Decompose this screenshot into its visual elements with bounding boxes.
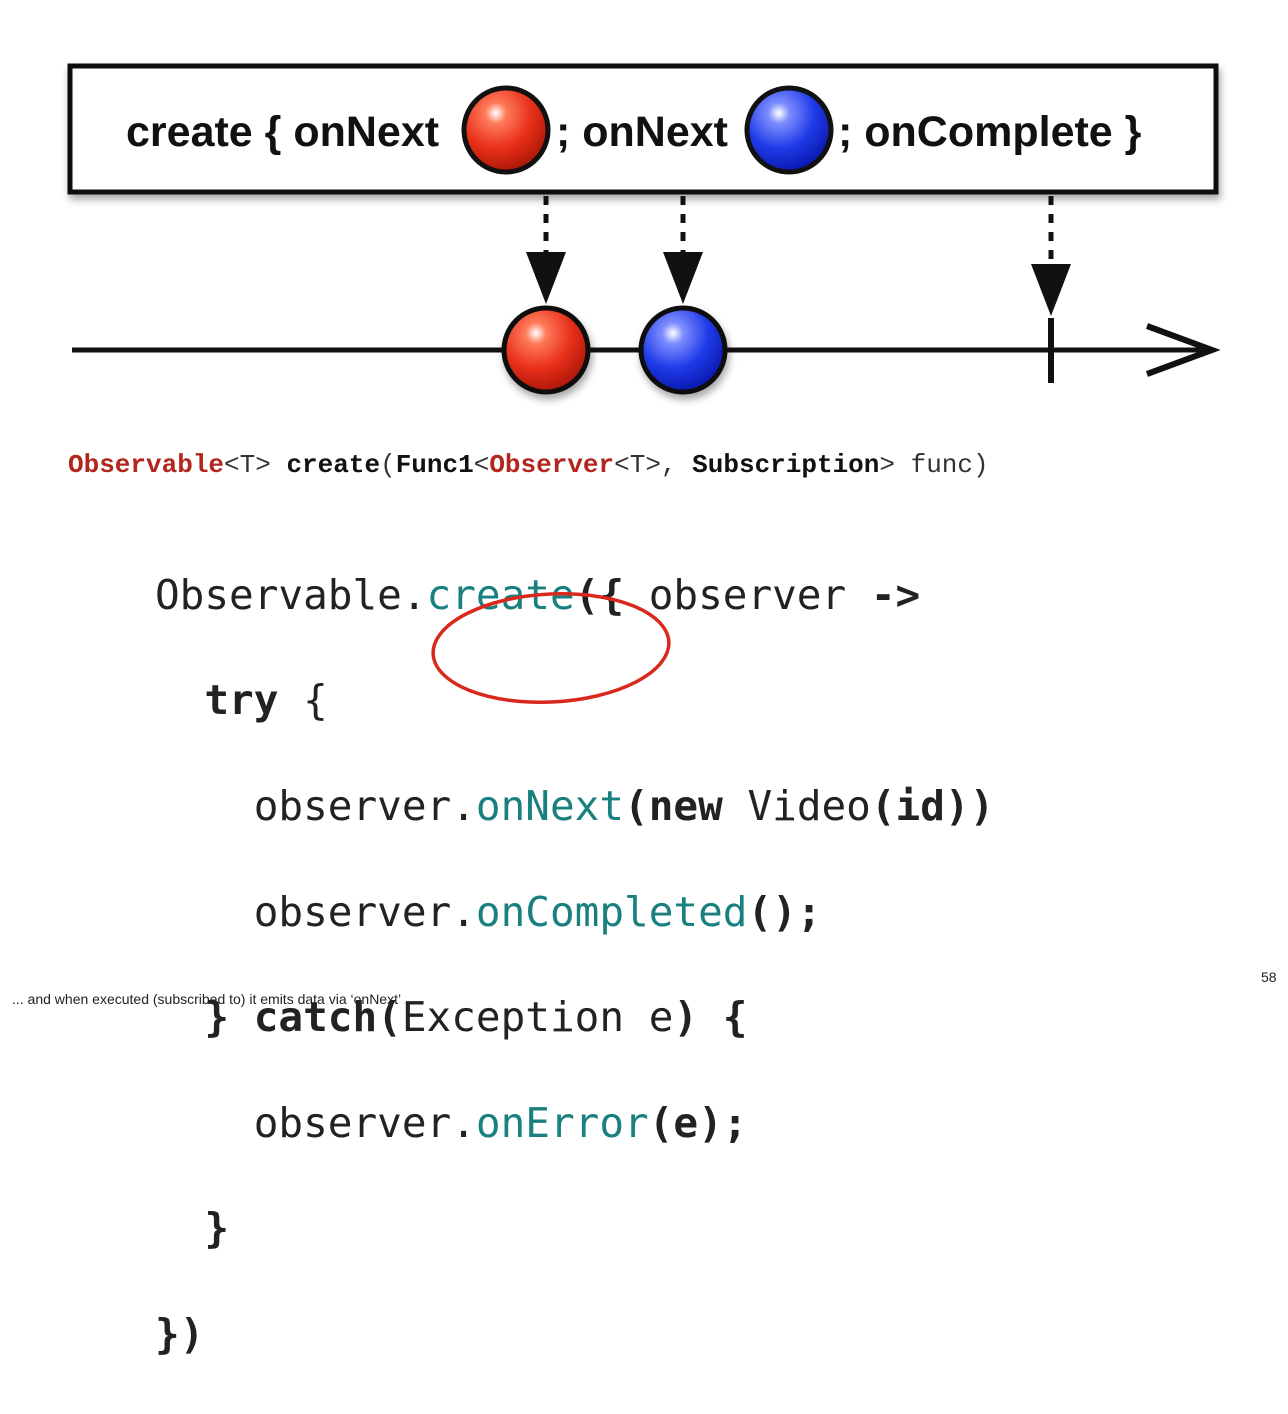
sig-observable: Observable	[68, 450, 225, 480]
marble-diagram: create { onNext ; onNext ; onComplete }	[67, 63, 1221, 395]
emission-arrow-blue	[663, 196, 703, 304]
code-token-onnext: onNext	[475, 781, 625, 830]
emission-arrow-red	[526, 196, 566, 304]
code-token: }	[155, 993, 254, 1042]
code-token: (e);	[648, 1098, 748, 1147]
code-token: ();	[747, 887, 822, 936]
code-token: ({	[574, 570, 649, 619]
code-token: observer.	[155, 781, 476, 830]
code-line-7: }	[155, 1204, 230, 1253]
create-box	[67, 63, 1219, 195]
code-token: {	[278, 676, 328, 725]
method-signature: Observable<T> create(Func1<Observer<T>, …	[68, 450, 989, 480]
code-token: Video	[722, 781, 871, 830]
sig-create: create	[286, 450, 381, 480]
code-line-4: observer.onCompleted();	[155, 886, 994, 939]
sig-generic-t2: <T>,	[614, 450, 693, 480]
timeline-red-marble	[501, 305, 591, 395]
code-token: (	[377, 993, 402, 1042]
box-red-marble	[461, 85, 551, 175]
code-token-try: try	[204, 676, 279, 725]
sig-func1: Func1	[395, 450, 474, 480]
code-line-5: } catch(Exception e) {	[155, 991, 994, 1044]
sig-paren: (	[380, 450, 396, 480]
code-line-2: try {	[155, 674, 994, 727]
code-token: Observable.	[155, 570, 427, 619]
code-token-arrow: ->	[870, 570, 921, 619]
page-number: 58	[1261, 969, 1277, 985]
completion-arrow	[1031, 196, 1071, 316]
code-token-onerror: onError	[475, 1098, 649, 1147]
code-token-new: new	[648, 781, 723, 830]
code-token: observer.	[155, 1098, 476, 1147]
code-indent	[155, 676, 204, 724]
speaker-notes: ... and when executed (subscribed to) it…	[12, 991, 417, 1007]
sig-subscription: Subscription	[692, 450, 880, 480]
code-block: Observable.create({ observer -> try { ob…	[155, 516, 994, 1414]
code-line-8: })	[155, 1309, 205, 1358]
sig-rest: > func)	[879, 450, 989, 480]
timeline-blue-marble	[638, 305, 728, 395]
code-token: (id))	[870, 781, 995, 830]
sig-lt: <	[473, 450, 490, 480]
code-token-catch: catch	[253, 993, 378, 1042]
code-token: observer.	[155, 887, 476, 936]
code-line-6: observer.onError(e);	[155, 1097, 994, 1150]
code-token-oncompleted: onCompleted	[475, 887, 748, 936]
code-token-create: create	[426, 570, 575, 619]
code-token: observer	[648, 570, 871, 619]
code-token: Exception e	[401, 993, 674, 1042]
sig-generic-t: <T>	[224, 450, 287, 480]
timeline-arrowhead	[1145, 323, 1221, 377]
box-text-oncomplete: ; onComplete }	[838, 108, 1142, 156]
code-line-3: observer.onNext(new Video(id))	[155, 780, 995, 833]
box-blue-marble	[744, 85, 834, 175]
code-token: (	[624, 781, 649, 830]
box-text-create: create { onNext	[126, 108, 439, 156]
sig-observer: Observer	[489, 450, 615, 480]
code-line-1: Observable.create({ observer ->	[155, 569, 994, 622]
box-text-onnext: ; onNext	[556, 108, 728, 156]
code-token: ) {	[673, 993, 748, 1042]
